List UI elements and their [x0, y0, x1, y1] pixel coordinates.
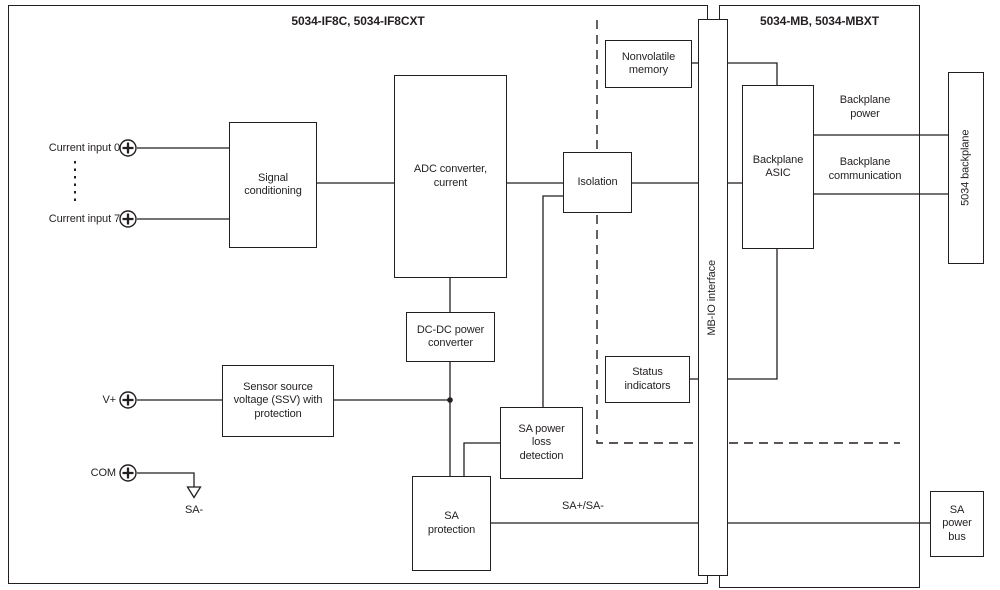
block-adc-converter: ADC converter, current	[394, 75, 507, 278]
block-dc-dc-power-converter: DC-DC power converter	[406, 312, 495, 362]
block-sa-power-loss-detection: SA power loss detection	[500, 407, 583, 479]
block-sa-protection: SA protection	[412, 476, 491, 571]
block-mb-io-interface: MB-IO interface	[698, 19, 728, 576]
block-sa-power-bus: SA power bus	[930, 491, 984, 557]
ground-icon	[186, 486, 202, 499]
wire-isolation-to-sa-loss	[542, 195, 563, 407]
connector-lines	[137, 62, 948, 524]
label-sa-minus: SA-	[184, 504, 204, 516]
wire-mbio-to-asic-top	[727, 62, 778, 85]
wire-sa-loss-to-sa-protection	[463, 442, 500, 476]
terminal-icon-current-input-0	[119, 139, 137, 157]
label-backplane-communication: Backplane communication	[828, 156, 902, 182]
label-sa-bus: SA+/SA-	[562, 500, 604, 512]
block-status-indicators: Status indicators	[605, 356, 690, 403]
wire-com-to-ground	[137, 472, 195, 487]
block-backplane-asic: Backplane ASIC	[742, 85, 814, 249]
terminal-icons	[119, 139, 137, 482]
terminal-icon-current-input-7	[119, 210, 137, 228]
block-nonvolatile-memory: Nonvolatile memory	[605, 40, 692, 88]
backplane-5034-label: 5034 backplane	[959, 129, 972, 207]
terminal-icon-com	[119, 464, 137, 482]
label-backplane-power: Backplane power	[839, 94, 891, 120]
block-signal-conditioning: Signal conditioning	[229, 122, 317, 248]
block-sensor-source-voltage: Sensor source voltage (SSV) with protect…	[222, 365, 334, 437]
label-current-input-0: Current input 0	[48, 142, 120, 154]
block-isolation: Isolation	[563, 152, 632, 213]
left-module-title: 5034-IF8C, 5034-IF8CXT	[291, 14, 425, 28]
label-com: COM	[90, 467, 116, 479]
terminal-icon-v-plus	[119, 391, 137, 409]
mb-io-interface-label: MB-IO interface	[706, 259, 719, 336]
right-module-title: 5034-MB, 5034-MBXT	[760, 14, 879, 28]
label-v-plus: V+	[102, 394, 116, 406]
label-current-input-7: Current input 7	[48, 213, 120, 225]
junction-dot	[447, 397, 453, 403]
block-5034-backplane: 5034 backplane	[948, 72, 984, 264]
wire-asic-bottom-to-mbio	[727, 248, 778, 380]
